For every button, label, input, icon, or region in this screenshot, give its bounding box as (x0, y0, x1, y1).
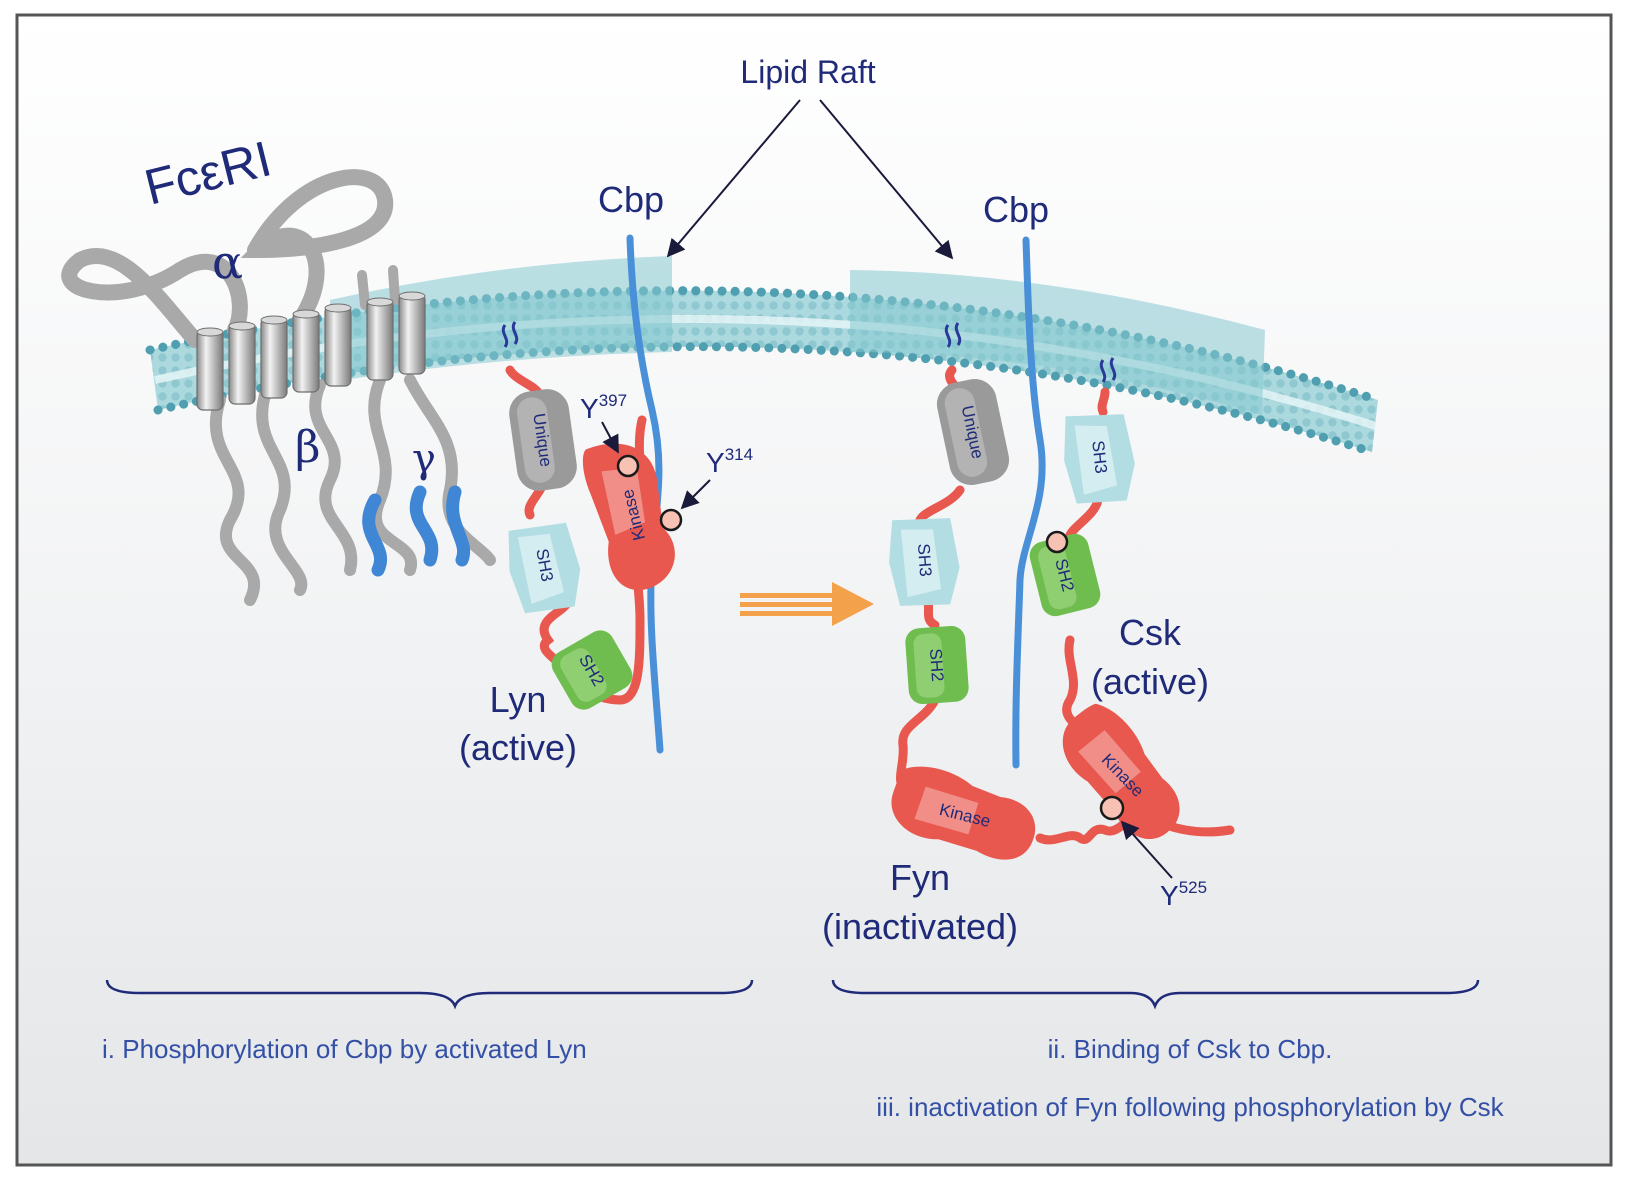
transmembrane-helix (228, 321, 256, 405)
gamma-stub-1 (357, 270, 370, 310)
beta-tail-2 (256, 389, 308, 596)
cbp-label-right: Cbp (983, 189, 1049, 230)
caption-step-ii: ii. Binding of Csk to Cbp. (1048, 1034, 1333, 1064)
transmembrane-helix (196, 327, 224, 411)
transmembrane-helix (292, 309, 320, 393)
lyn-kinase-domain: Kinase (582, 443, 675, 590)
csk-sh3-domain: SH3 (1064, 414, 1135, 504)
lipid-raft-arrow-right (819, 99, 954, 260)
phospho-y525 (1099, 795, 1125, 821)
brace-right (831, 979, 1480, 1010)
beta-label: β (295, 422, 320, 473)
phospho-y397 (616, 454, 640, 478)
fyn-backbone (896, 365, 1235, 845)
fyn-lipid-anchor (944, 322, 962, 348)
itam-segment-1 (362, 493, 387, 577)
transmembrane-helices (196, 291, 426, 411)
csk-sh3-text: SH3 (1088, 440, 1110, 475)
fyn-state-label: (inactivated) (822, 906, 1018, 947)
lyn-sh3-domain: SH3 (508, 522, 581, 614)
lipid-raft-label: Lipid Raft (740, 54, 875, 90)
beta-tail-3 (309, 379, 358, 576)
lipid-raft-arrow-left (666, 99, 801, 258)
plasma-membrane (145, 256, 1383, 457)
y525-label: Y525 (1160, 878, 1207, 911)
fyn-unique-domain: Unique (936, 378, 1010, 486)
y397-arrow (601, 421, 619, 454)
csk-lipid-anchor (1099, 357, 1117, 383)
cbp-strand-left (626, 234, 664, 754)
phospho-y314 (659, 508, 683, 532)
caption-step-i: i. Phosphorylation of Cbp by activated L… (102, 1034, 587, 1064)
fyn-sh3-text: SH3 (914, 543, 935, 577)
lyn-state-label: (active) (459, 727, 577, 768)
csk-kinase-domain: Kinase (1062, 703, 1180, 839)
alpha-chain-loop-left (61, 248, 248, 348)
y397-label: Y397 (580, 391, 627, 424)
lyn-name-label: Lyn (490, 679, 547, 720)
lipid-raft-right (850, 270, 1265, 415)
fyn-name-label: Fyn (890, 857, 950, 898)
cbp-label-left: Cbp (598, 179, 664, 220)
alpha-chain-loop-right (240, 169, 394, 328)
lyn-sh2-domain: SH2 (551, 630, 633, 710)
fceri-receptor (61, 169, 496, 606)
transmembrane-helix (260, 315, 288, 399)
itam-segment-2 (409, 485, 439, 567)
y314-label: Y314 (706, 445, 753, 478)
lyn-unique-domain: Unique (509, 389, 577, 491)
transition-arrow (740, 582, 874, 626)
transmembrane-helix (398, 291, 426, 375)
beta-tail-1 (209, 394, 261, 606)
y525-arrow (1120, 820, 1173, 879)
csk-sh2-pY-site (1045, 530, 1069, 554)
caption-step-iii: iii. inactivation of Fyn following phosp… (876, 1092, 1504, 1122)
y314-arrow (680, 479, 711, 510)
csk-name-label: Csk (1119, 612, 1182, 653)
itam-segment-3 (446, 485, 470, 567)
fyn-sh2-text: SH2 (926, 648, 947, 682)
gamma-label: γ (412, 436, 436, 482)
fyn-sh3-domain: SH3 (889, 518, 960, 606)
csk-sh2-domain: SH2 (1029, 533, 1101, 617)
alpha-label: α (212, 235, 243, 289)
cbp-strand-right (1012, 236, 1046, 769)
transmembrane-helix (324, 303, 352, 387)
lyn-lipid-anchor (501, 321, 519, 348)
brace-left (105, 979, 754, 1010)
transmembrane-helix (366, 297, 394, 381)
fyn-sh2-domain: SH2 (905, 625, 969, 705)
gamma-stub-2 (388, 265, 400, 305)
csk-state-label: (active) (1091, 661, 1209, 702)
fyn-kinase-domain: Kinase (891, 766, 1036, 860)
